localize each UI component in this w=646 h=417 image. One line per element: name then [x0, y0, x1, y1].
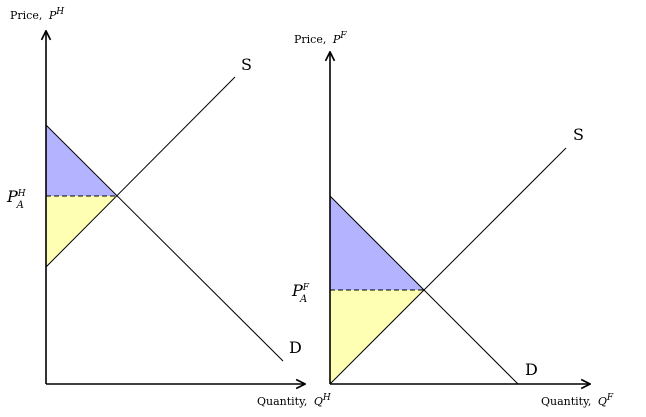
foreign-x-axis-label: Quantity, QF — [541, 393, 614, 408]
foreign-supply-curve — [329, 147, 567, 385]
home-supply-curve — [45, 76, 236, 268]
home-demand-curve — [45, 124, 284, 362]
home-x-axis-label: Quantity, QH — [257, 393, 331, 408]
foreign-supply-label: S — [573, 125, 584, 144]
home-y-axis-label: Price, PH — [10, 7, 64, 22]
foreign-demand-curve — [329, 195, 519, 385]
foreign-y-axis-label: Price, PF — [294, 31, 347, 46]
foreign-demand-label: D — [525, 360, 538, 379]
home-demand-label: D — [289, 338, 302, 357]
home-supply-label: S — [241, 55, 252, 74]
